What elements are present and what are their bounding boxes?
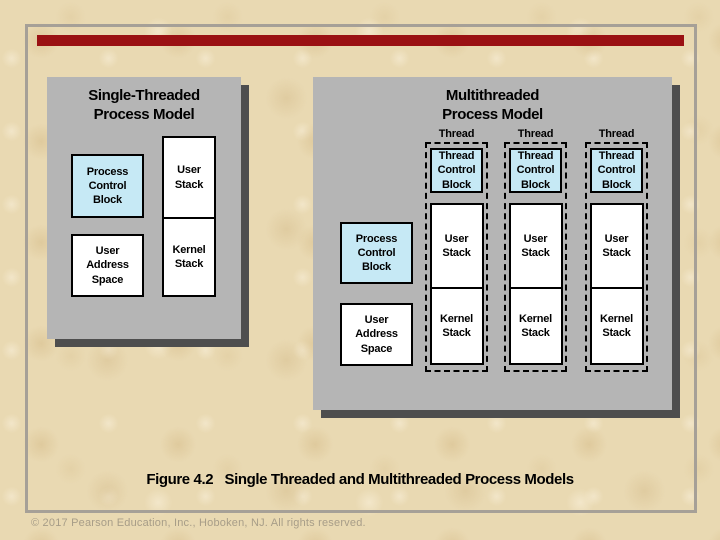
thread-control-block: Thread Control Block — [509, 148, 562, 193]
process-control-block: Process Control Block — [71, 154, 144, 218]
user-stack: User Stack — [442, 232, 471, 259]
thread-dashed-outline: Thread Control Block User Stack Kernel S… — [504, 142, 567, 372]
thread-column: Thread Thread Control Block User Stack K… — [504, 128, 567, 372]
stack-column: User Stack Kernel Stack — [429, 203, 484, 365]
thread-dashed-outline: Thread Control Block User Stack Kernel S… — [425, 142, 488, 372]
thread-dashed-outline: Thread Control Block User Stack Kernel S… — [585, 142, 648, 372]
user-address-space: User Address Space — [340, 303, 413, 366]
copyright-footer: © 2017 Pearson Education, Inc., Hoboken,… — [31, 517, 366, 529]
kernel-stack: Kernel Stack — [591, 287, 642, 363]
single-threaded-title: Single-Threaded Process Model — [88, 87, 200, 124]
kernel-stack: Kernel Stack — [164, 217, 214, 295]
multithreaded-panel: Multithreaded Process Model Process Cont… — [313, 77, 672, 410]
user-stack: User Stack — [174, 164, 204, 191]
accent-bar — [37, 35, 684, 46]
user-address-space: User Address Space — [71, 234, 144, 297]
stack-column: User Stack Kernel Stack — [508, 203, 563, 365]
thread-label: Thread — [517, 128, 554, 140]
thread-column: Thread Thread Control Block User Stack K… — [585, 128, 648, 372]
stack-column: User Stack Kernel Stack — [162, 136, 216, 297]
process-control-block: Process Control Block — [340, 222, 413, 284]
single-threaded-panel: Single-Threaded Process Model Process Co… — [47, 77, 241, 339]
kernel-stack: Kernel Stack — [510, 287, 561, 363]
thread-label: Thread — [598, 128, 635, 140]
multithreaded-title: Multithreaded Process Model — [442, 87, 543, 124]
slide-frame — [25, 24, 697, 513]
figure-caption: Figure 4.2 Single Threaded and Multithre… — [146, 471, 574, 488]
thread-label: Thread — [438, 128, 475, 140]
thread-column: Thread Thread Control Block User Stack K… — [425, 128, 488, 372]
thread-control-block: Thread Control Block — [590, 148, 643, 193]
user-stack: User Stack — [521, 232, 550, 259]
thread-control-block: Thread Control Block — [430, 148, 483, 193]
kernel-stack: Kernel Stack — [431, 287, 482, 363]
user-stack: User Stack — [602, 232, 631, 259]
stack-column: User Stack Kernel Stack — [589, 203, 644, 365]
